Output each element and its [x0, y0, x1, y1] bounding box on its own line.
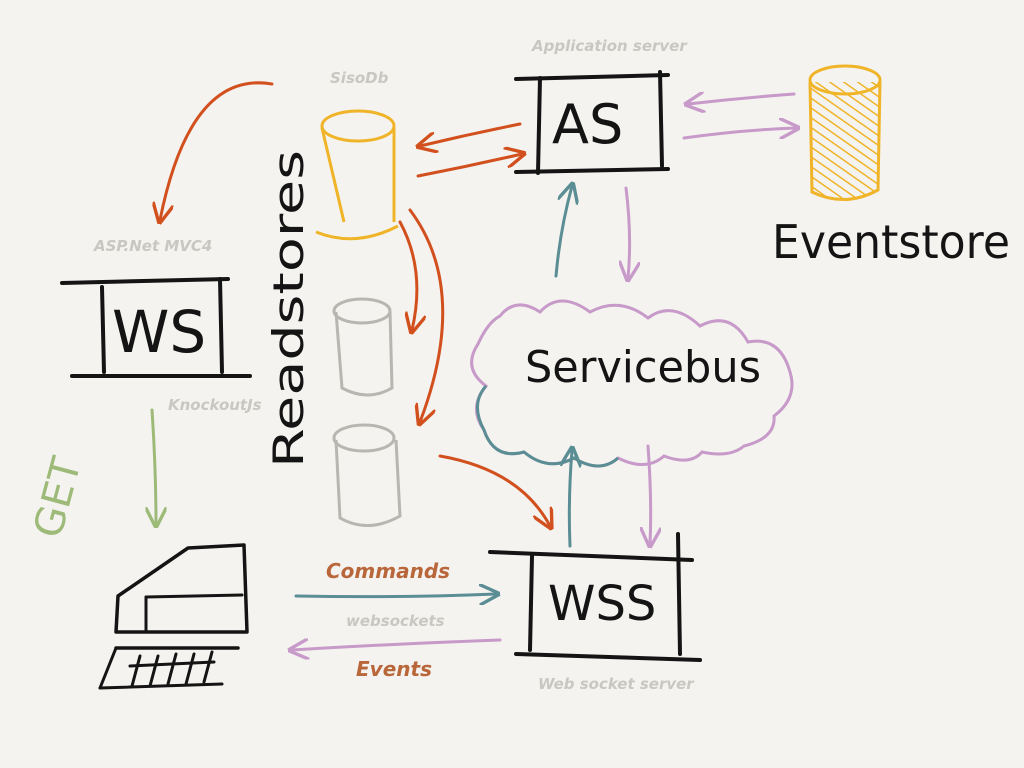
get-label: GET	[25, 452, 90, 542]
arrow-events-to-client	[292, 640, 502, 650]
events-label: Events	[356, 657, 432, 681]
caption-web-socket-server: Web socket server	[538, 675, 695, 693]
web-socket-server-box: WSS	[488, 532, 702, 662]
eventstore-label: Eventstore	[772, 215, 1010, 269]
readstore-db-icon-2	[332, 423, 402, 528]
eventstore-db-icon	[808, 64, 882, 202]
caption-application-server: Application server	[531, 37, 688, 55]
laptop-icon	[98, 543, 249, 690]
arrow-servicebus-to-wss	[648, 444, 651, 544]
arrow-sisodb-to-readstore	[398, 220, 417, 330]
wss-label: WSS	[548, 576, 656, 632]
arrow-sisodb-to-as	[416, 154, 522, 178]
commands-label: Commands	[326, 559, 450, 583]
arrow-servicebus-to-as	[554, 186, 572, 278]
servicebus-label: Servicebus	[525, 342, 761, 393]
arrow-sisodb-to-ws	[160, 81, 274, 220]
arrow-as-to-sisodb	[420, 122, 522, 146]
readstore-db-icon-1	[332, 297, 394, 397]
arrow-as-to-servicebus	[626, 186, 630, 278]
caption-sisodb: SisoDb	[330, 69, 389, 87]
web-server-box: WS	[60, 277, 252, 378]
sisodb-db-icon	[315, 109, 399, 241]
arrow-commands-to-wss	[294, 594, 496, 597]
as-label: AS	[552, 93, 623, 156]
arrow-wss-to-servicebus	[569, 450, 572, 548]
ws-label: WS	[112, 298, 206, 366]
arrow-sisodb-to-readstore-2	[408, 208, 445, 422]
arrow-eventstore-to-as	[688, 94, 796, 104]
caption-aspnet-mvc4: ASP.Net MVC4	[93, 237, 212, 255]
readstores-label: Readstores	[264, 150, 313, 468]
arrow-ws-to-client	[152, 408, 156, 524]
caption-knockoutjs: KnockoutJs	[168, 396, 262, 414]
application-server-box: AS	[514, 70, 670, 175]
arrow-as-to-eventstore	[682, 128, 796, 140]
arrow-readstore-to-wss	[438, 454, 550, 526]
servicebus-cloud: Servicebus	[470, 299, 794, 468]
caption-websockets: websockets	[346, 612, 445, 630]
